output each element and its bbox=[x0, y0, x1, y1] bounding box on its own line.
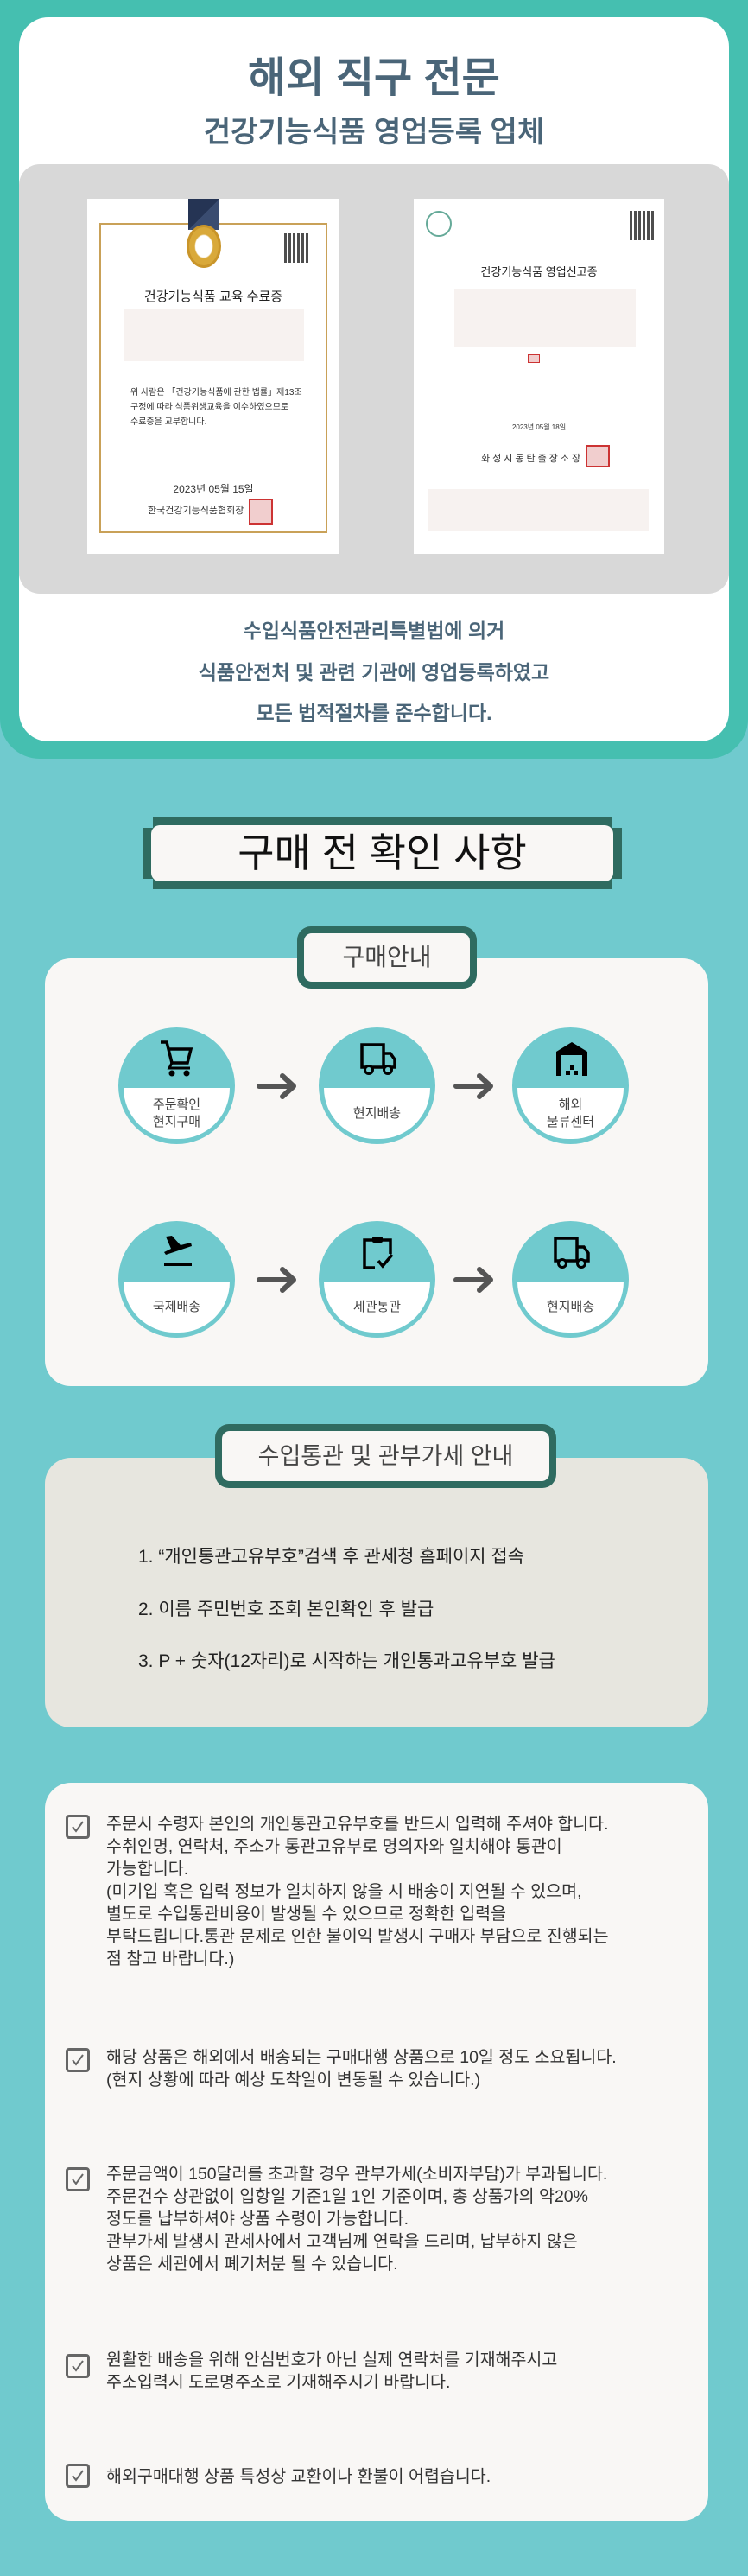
arrow-right-icon bbox=[257, 1073, 296, 1099]
step-label: 주문확인 현지구매 bbox=[152, 1097, 201, 1129]
notice-item: 해당 상품은 해외에서 배송되는 구매대행 상품으로 10일 정도 소요됩니다.… bbox=[106, 2048, 617, 2089]
step-customs-clearance: 세관통관 bbox=[319, 1221, 435, 1338]
purchase-guide-tab: 구매안내 bbox=[297, 926, 477, 989]
page-title: 해외 직구 전문 bbox=[248, 55, 500, 101]
seal-stamp bbox=[586, 445, 610, 467]
customs-guide-tab-label: 수입통관 및 관부가세 안내 bbox=[222, 1431, 549, 1481]
checkbox-checked-icon bbox=[66, 2354, 90, 2378]
arrow-right-icon bbox=[453, 1073, 493, 1099]
step-local-delivery: 현지배송 bbox=[512, 1221, 629, 1338]
certificate-title: 건강기능식품 교육 수료증 bbox=[143, 289, 283, 304]
emblem-icon bbox=[426, 211, 452, 237]
arrow-right-icon bbox=[453, 1267, 493, 1293]
customs-guide-tab: 수입통관 및 관부가세 안내 bbox=[215, 1424, 556, 1488]
customs-step-2: 2. 이름 주민번호 조회 본인확인 후 발급 bbox=[138, 1600, 434, 1619]
checkbox-checked-icon bbox=[66, 2048, 90, 2072]
airplane-icon bbox=[164, 1236, 192, 1266]
certificate-issuer: 한국건강기능식품협회장 bbox=[148, 506, 244, 516]
medal-icon bbox=[187, 225, 221, 268]
section-banner-bg bbox=[151, 825, 613, 881]
step-international-shipping: 국제배송 bbox=[118, 1221, 235, 1338]
notice-item: 해외구매대행 상품 특성상 교환이나 환불이 어렵습니다. bbox=[106, 2467, 491, 2486]
step-label: 해외 물류센터 bbox=[546, 1097, 595, 1129]
compliance-line-1: 수입식품안전관리특별법에 의거 bbox=[243, 620, 505, 642]
certificate-date: 2023년 05월 18일 bbox=[511, 423, 567, 431]
checkbox-checked-icon bbox=[66, 2464, 90, 2488]
arrow-right-icon bbox=[257, 1267, 296, 1293]
step-order-purchase: 주문확인 현지구매 bbox=[118, 1027, 235, 1144]
customs-step-1: 1. “개인통관고유부호”검색 후 관세청 홈페이지 접속 bbox=[138, 1547, 525, 1567]
notices-card bbox=[45, 1783, 708, 2521]
truck-icon bbox=[360, 1043, 396, 1075]
certificate-issuer: 화성시동탄출장소장 bbox=[481, 454, 584, 464]
seal-stamp bbox=[528, 354, 540, 363]
step-label: 현지배송 bbox=[352, 1106, 402, 1121]
page-subtitle: 건강기능식품 영업등록 업체 bbox=[203, 116, 545, 149]
checkbox-checked-icon bbox=[66, 1815, 90, 1839]
section-title: 구매 전 확인 사항 bbox=[238, 830, 527, 875]
certificate-date: 2023년 05월 15일 bbox=[173, 483, 254, 495]
cart-icon bbox=[161, 1040, 193, 1077]
notice-item: 원활한 배송을 위해 안심번호가 아닌 실제 연락처를 기재해주시고 주소입력시… bbox=[106, 2350, 558, 2392]
customs-step-3: 3. P + 숫자(12자리)로 시작하는 개인통과고유부호 발급 bbox=[138, 1651, 555, 1671]
step-label: 현지배송 bbox=[546, 1300, 595, 1314]
certificate-body: 위 사람은 「건강기능식품에 관한 법률」제13조 구정에 따라 식품위생교육을… bbox=[130, 388, 302, 427]
notice-item: 주문시 수령자 본인의 개인통관고유부호를 반드시 입력해 주셔야 합니다. 수… bbox=[106, 1815, 609, 1969]
education-certificate-image: 건강기능식품 교육 수료증 위 사람은 「건강기능식품에 관한 법률」제13조 … bbox=[87, 199, 339, 554]
certificate-title: 건강기능식품 영업신고증 bbox=[480, 265, 598, 278]
customs-guide-card bbox=[45, 1458, 708, 1727]
purchase-guide-tab-label: 구매안내 bbox=[304, 933, 470, 982]
step-overseas-logistics-center: 해외 물류센터 bbox=[512, 1027, 629, 1144]
qr-code-icon bbox=[630, 211, 656, 240]
step-label: 국제배송 bbox=[152, 1300, 201, 1314]
qr-code-icon bbox=[284, 233, 310, 263]
notice-item: 주문금액이 150달러를 초과할 경우 관부가세(소비자부담)가 부과됩니다. … bbox=[106, 2165, 608, 2274]
step-local-shipping: 현지배송 bbox=[319, 1027, 435, 1144]
warehouse-icon bbox=[556, 1042, 587, 1076]
seal-stamp bbox=[249, 499, 273, 525]
compliance-line-2: 식품안전처 및 관련 기관에 영업등록하였고 bbox=[198, 661, 550, 684]
checkbox-checked-icon bbox=[66, 2167, 90, 2191]
truck-icon bbox=[554, 1237, 590, 1269]
step-label: 세관통관 bbox=[352, 1300, 402, 1314]
business-report-certificate-image: 건강기능식품 영업신고증 2023년 05월 18일 화성시동탄출장소장 bbox=[414, 199, 664, 554]
clipboard-check-icon bbox=[363, 1237, 394, 1269]
compliance-line-3: 모든 법적절차를 준수합니다. bbox=[256, 702, 492, 724]
